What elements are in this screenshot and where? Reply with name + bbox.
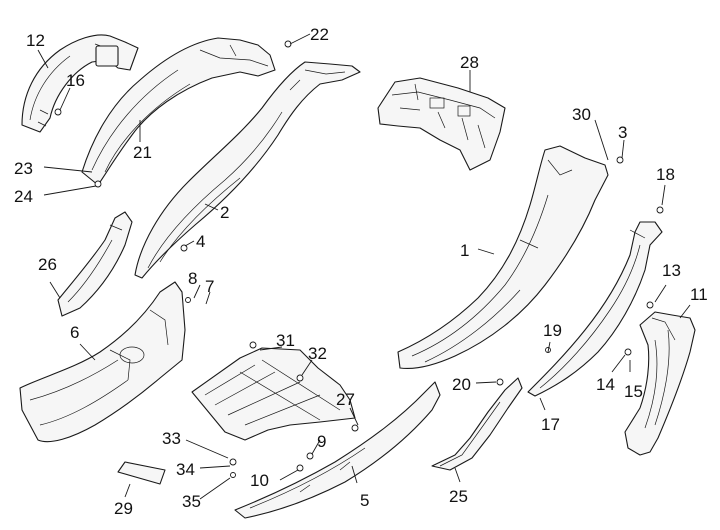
part-1-side-panel xyxy=(397,145,609,369)
callout-32: 32 xyxy=(308,344,327,363)
callout-8: 8 xyxy=(188,269,197,288)
part-29-pad xyxy=(117,461,166,485)
callout-30: 30 xyxy=(572,105,591,124)
callout-7: 7 xyxy=(205,277,214,296)
part-21-upper-cover xyxy=(81,37,276,186)
callout-5: 5 xyxy=(360,491,369,510)
part-26-small-cover xyxy=(57,211,133,317)
callout-35: 35 xyxy=(182,492,201,511)
callout-24: 24 xyxy=(14,187,33,206)
callout-20: 20 xyxy=(452,375,471,394)
callout-6: 6 xyxy=(70,323,79,342)
leader-lines xyxy=(37,33,691,500)
part-12-bracket xyxy=(21,34,139,133)
callout-11: 11 xyxy=(690,285,708,304)
callout-29: 29 xyxy=(114,499,133,518)
callout-18: 18 xyxy=(656,165,675,184)
callout-2: 2 xyxy=(220,203,229,222)
callout-9: 9 xyxy=(317,432,326,451)
part-28-rear-block xyxy=(377,77,506,171)
callout-10: 10 xyxy=(250,471,269,490)
part-11-fender xyxy=(624,311,696,456)
callout-28: 28 xyxy=(460,53,479,72)
callout-34: 34 xyxy=(176,460,195,479)
callout-14: 14 xyxy=(596,375,615,394)
callout-1: 1 xyxy=(460,241,469,260)
part-31-floor-tray xyxy=(191,347,356,441)
callout-12: 12 xyxy=(26,31,45,50)
part-5-bottom-sill xyxy=(234,381,441,519)
part-25-strip xyxy=(431,377,523,471)
callout-3: 3 xyxy=(618,123,627,142)
callout-13: 13 xyxy=(662,261,681,280)
callout-22: 22 xyxy=(310,25,329,44)
callout-26: 26 xyxy=(38,255,57,274)
callout-27: 27 xyxy=(336,390,355,409)
callout-25: 25 xyxy=(449,487,468,506)
callout-16: 16 xyxy=(66,71,85,90)
part-6-lower-cover xyxy=(19,281,186,443)
callout-21: 21 xyxy=(133,143,152,162)
callout-23: 23 xyxy=(14,159,33,178)
callout-labels: 12 16 22 28 30 3 21 23 18 24 2 4 1 26 8 … xyxy=(14,25,708,518)
callout-33: 33 xyxy=(162,429,181,448)
part-2-middle-cover xyxy=(134,61,361,279)
part-17-side-strip xyxy=(527,221,663,397)
callout-4: 4 xyxy=(196,232,205,251)
callout-19: 19 xyxy=(543,321,562,340)
callout-31: 31 xyxy=(276,331,295,350)
screw-fasteners xyxy=(54,40,664,478)
callout-17: 17 xyxy=(541,415,560,434)
callout-15: 15 xyxy=(624,382,643,401)
